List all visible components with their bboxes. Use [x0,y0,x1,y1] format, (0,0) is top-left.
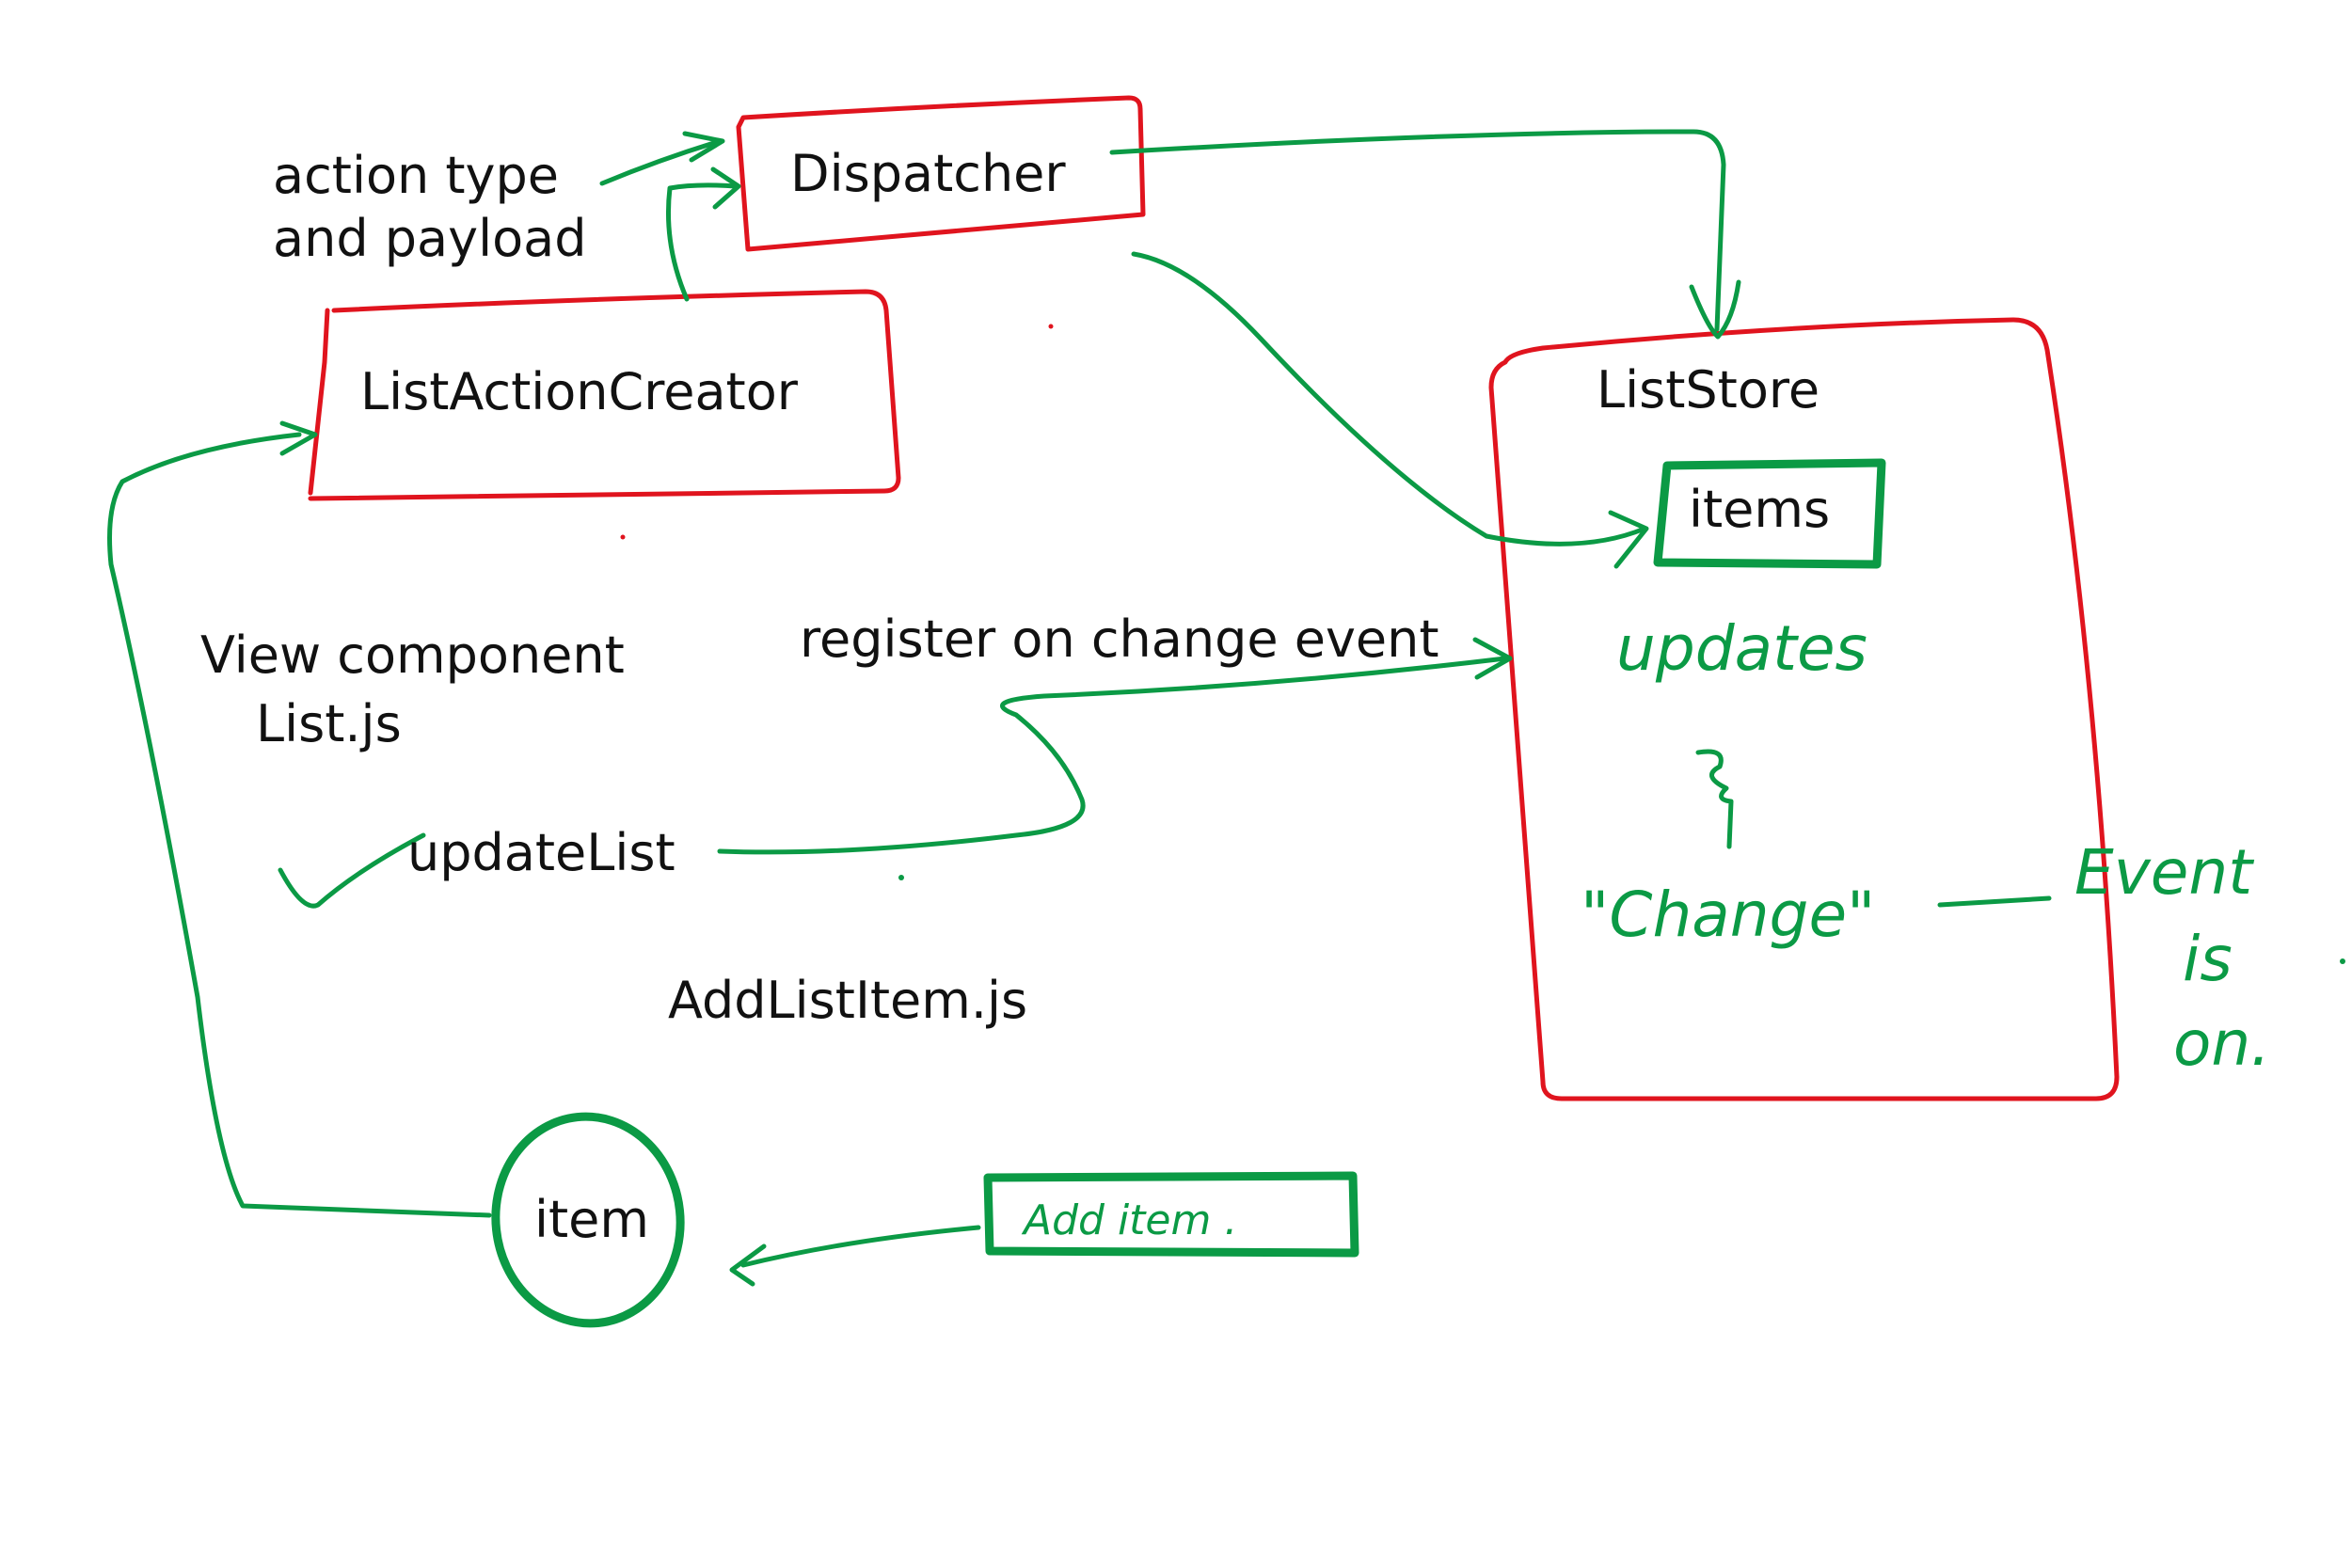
arrow-head [1689,279,1741,340]
list-store-label: ListStore [1597,360,1820,420]
arrow-head [279,420,318,456]
arrow-action-to-dispatcher [599,138,723,186]
items-box-outline [1653,458,1886,569]
dispatcher-box-outline [736,95,1146,252]
stray-dot [620,534,626,540]
payload-label: and payload [273,209,587,268]
arrow-item-to-creator [107,432,492,1218]
arrow-dispatcher-to-items [1131,251,1647,546]
add-item-note: Add item . [1021,1196,1237,1244]
updates-note: updates [1616,612,1867,685]
item-circle [491,1112,685,1328]
arrow-creator-to-dispatcher [666,182,739,302]
dispatcher-box [736,95,1146,252]
change-note: "Change" [1581,879,1875,951]
dispatcher-label: Dispatcher [790,144,1066,203]
list-action-creator-label: ListActionCreator [360,362,799,421]
stray-dot [2340,958,2345,964]
event-note: Event [2074,836,2254,909]
list-action-creator-box-outline [308,289,901,501]
item-label: item [534,1190,649,1249]
arrow-input-to-item [740,1225,981,1268]
action-type-label: action type [273,146,559,205]
check-mark-icon [278,832,426,909]
arrow-head [682,131,725,163]
view-component-label: View component [200,626,625,685]
stray-dot [898,875,904,880]
arrow-head [710,166,741,210]
add-item-input-box-outline [983,1171,1359,1258]
items-label: items [1689,480,1830,539]
dash-line [1937,895,2052,908]
add-list-item-label: AddListItem.js [668,971,1027,1030]
add-item-input-box [983,1171,1359,1258]
items-box [1653,458,1886,569]
on-note: on. [2173,1007,2270,1080]
update-list-label: updateList [407,823,675,882]
is-note: is [2183,923,2233,995]
arrow-head [729,1243,767,1287]
arrow-head [1472,637,1513,680]
brace-icon [1695,749,1734,849]
item-circle-outline [491,1112,685,1328]
arrow-dispatcher-to-store [1109,129,1726,332]
list-js-label: List.js [256,694,402,753]
arrow-update-to-store [717,656,1508,855]
arrow-head [1608,510,1649,569]
register-event-label: register on change event [800,610,1439,669]
list-store-box [1488,317,2120,1101]
stray-dot [1048,324,1054,329]
list-action-creator-box [308,289,901,501]
list-store-box-outline [1488,317,2120,1101]
